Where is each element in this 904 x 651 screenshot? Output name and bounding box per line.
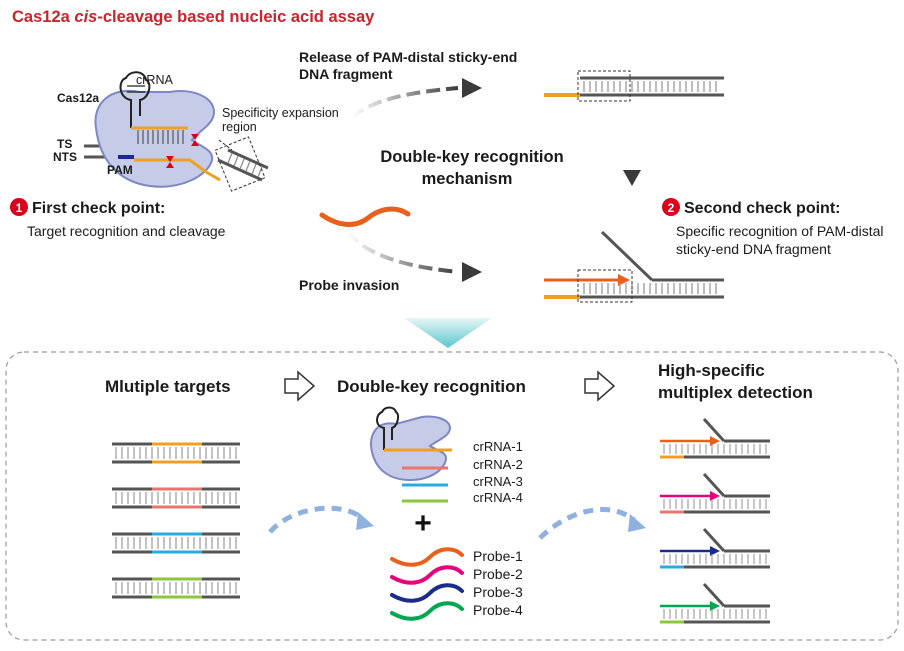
release-label-1: Release of PAM-distal sticky-end: [299, 49, 517, 65]
funnel-arrow-icon: [404, 318, 492, 348]
probe-label: Probe-1: [473, 548, 523, 564]
crrna-label: crRNA: [136, 73, 173, 87]
multiple-targets-heading: Mlutiple targets: [105, 377, 231, 396]
second-check-desc-2: sticky-end DNA fragment: [676, 241, 831, 257]
target-duplexes: [112, 442, 240, 599]
probe-wave: [390, 547, 464, 567]
probe-label: Probe-4: [473, 602, 523, 618]
probe-squiggle: [319, 206, 411, 227]
nts-label: NTS: [53, 150, 77, 164]
step-1-number: 1: [16, 201, 23, 215]
probe-arrow: [346, 230, 459, 274]
detection-duplexes: [660, 417, 770, 624]
outline-arrow-icon: [584, 370, 616, 402]
scissors-marker-icon: [191, 134, 199, 146]
probe-invasion-label: Probe invasion: [299, 277, 399, 293]
target-duplex: [112, 577, 240, 599]
ts-label: TS: [57, 137, 72, 151]
release-label-2: DNA fragment: [299, 66, 393, 82]
release-arrowhead: [462, 78, 482, 98]
first-check-title: First check point:: [32, 200, 165, 217]
probe-wave: [390, 583, 464, 603]
cas12a-label: Cas12a: [57, 91, 99, 105]
blue-dash-arrow-1: [268, 505, 364, 534]
target-duplex: [112, 442, 240, 464]
high-specific-heading-1: High-specific: [658, 361, 765, 380]
invaded-duplex: [544, 230, 724, 303]
mechanism-label-2: mechanism: [422, 170, 513, 188]
crrna-label: crRNA-4: [473, 490, 523, 505]
probe-waves: [390, 547, 464, 621]
blue-dash-arrowhead-2: [628, 514, 646, 532]
crrna-label: crRNA-3: [473, 474, 523, 489]
second-check-desc-1: Specific recognition of PAM-distal: [676, 223, 884, 239]
specificity-label-2: region: [222, 120, 257, 134]
released-fragment: [205, 136, 269, 192]
crrna-label: crRNA-2: [473, 457, 523, 472]
detection-duplex: [660, 527, 770, 569]
hairpin-icon: [376, 406, 400, 440]
target-duplex: [112, 532, 240, 554]
cas12a-mini: [370, 406, 452, 482]
detection-duplex: [660, 472, 770, 514]
step-1-badge: [10, 198, 28, 216]
page-title: Cas12a cis-cleavage based nucleic acid a…: [12, 8, 375, 26]
specificity-label-1: Specificity expansion: [222, 106, 339, 120]
cas12a-complex: [84, 71, 269, 192]
double-key-heading: Double-key recognition: [337, 377, 526, 396]
hairpin-icon: [119, 71, 151, 116]
crrna-label: crRNA-1: [473, 439, 523, 454]
mechanism-label-1: Double-key recognition: [380, 148, 563, 166]
blue-dash-arrow-2: [538, 507, 636, 540]
target-duplex: [112, 487, 240, 509]
blue-dash-arrowhead-1: [356, 512, 374, 530]
high-specific-heading-2: multiplex detection: [658, 383, 813, 402]
sticky-end-duplex: [544, 70, 724, 102]
down-arrowhead: [623, 170, 641, 186]
release-arrow: [350, 86, 459, 120]
outline-arrow-icon: [284, 370, 316, 402]
plus-sign: +: [414, 507, 432, 540]
step-2-badge: [662, 198, 680, 216]
cas12a-body: [94, 89, 216, 188]
second-check-title: Second check point:: [684, 200, 840, 217]
scissors-marker-icon: [166, 156, 174, 168]
probe-label: Probe-3: [473, 584, 523, 600]
probe-wave: [390, 565, 464, 585]
probe-arrowhead: [462, 262, 482, 282]
pam-label: PAM: [107, 163, 133, 177]
detection-duplex: [660, 417, 770, 459]
step-2-number: 2: [668, 201, 675, 215]
probe-label: Probe-2: [473, 566, 523, 582]
bottom-panel: [5, 351, 899, 641]
first-check-desc: Target recognition and cleavage: [27, 223, 226, 239]
probe-wave: [390, 601, 464, 621]
crrna-bars: [402, 466, 448, 503]
detection-duplex: [660, 582, 770, 624]
